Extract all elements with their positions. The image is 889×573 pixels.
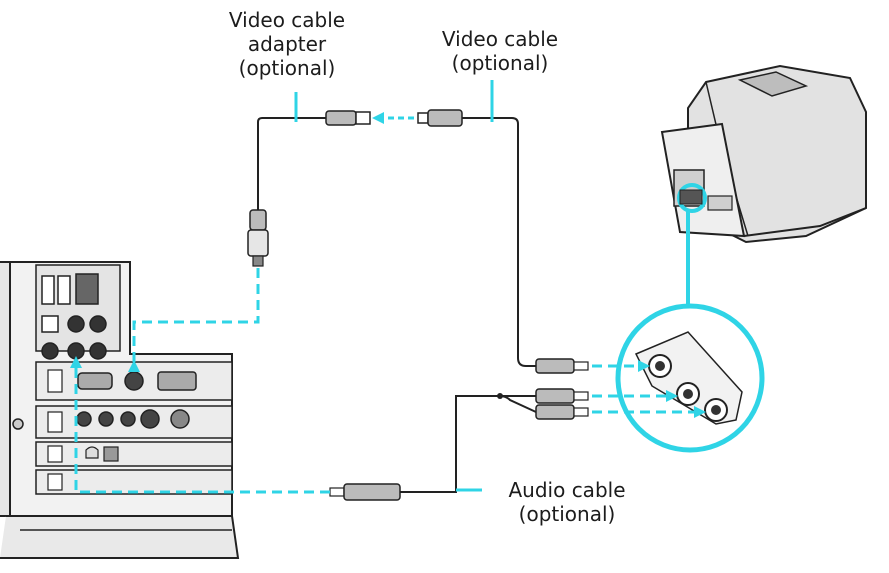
vga-port [77, 372, 113, 390]
audio-jack [67, 315, 85, 333]
video-cable-adapter-label: Video cable adapter (optional) [214, 8, 360, 80]
video-cable-adapter-plug [325, 110, 371, 126]
video-cable-plug [417, 109, 463, 127]
label-line: (optional) [451, 51, 549, 75]
arrow-up-icon [70, 356, 82, 368]
dvi-port [157, 371, 197, 391]
connection-guides [74, 268, 700, 494]
label-line: Video cable [441, 27, 559, 51]
arrow-left-icon [372, 112, 384, 124]
screw-icon [12, 418, 24, 430]
tv-av-input [679, 189, 703, 205]
audio-jack [89, 342, 107, 360]
rca-plug-audio-right [535, 404, 589, 420]
usb-port [57, 275, 71, 305]
tv-input-highlight [677, 183, 707, 213]
arrow-up-icon [128, 360, 140, 372]
rca-plug-video [535, 358, 589, 374]
label-line: Audio cable [508, 478, 626, 502]
audio-mini-plug [329, 483, 401, 501]
computer-rear-panel [0, 261, 240, 559]
label-line: (optional) [238, 56, 336, 80]
audio-jack [41, 342, 59, 360]
rca-plug-audio-left [535, 388, 589, 404]
audio-cable-label: Audio cable (optional) [483, 478, 651, 526]
s-video-port [124, 371, 144, 391]
s-video-plug [247, 209, 269, 267]
network-port [75, 273, 99, 305]
video-cable-label: Video cable (optional) [425, 27, 575, 75]
label-line: adapter [247, 32, 327, 56]
arrow-right-icon [666, 390, 678, 402]
label-line: (optional) [518, 502, 616, 526]
label-line: Video cable [228, 8, 346, 32]
cables [257, 117, 537, 493]
leader-lines [294, 80, 494, 492]
arrow-right-icon [638, 360, 650, 372]
tv-input-zoom [615, 303, 765, 453]
guide-arrows [70, 112, 706, 418]
usb-port [41, 275, 55, 305]
tv-monitor [660, 64, 867, 244]
audio-jack [89, 315, 107, 333]
arrow-right-icon [694, 406, 706, 418]
